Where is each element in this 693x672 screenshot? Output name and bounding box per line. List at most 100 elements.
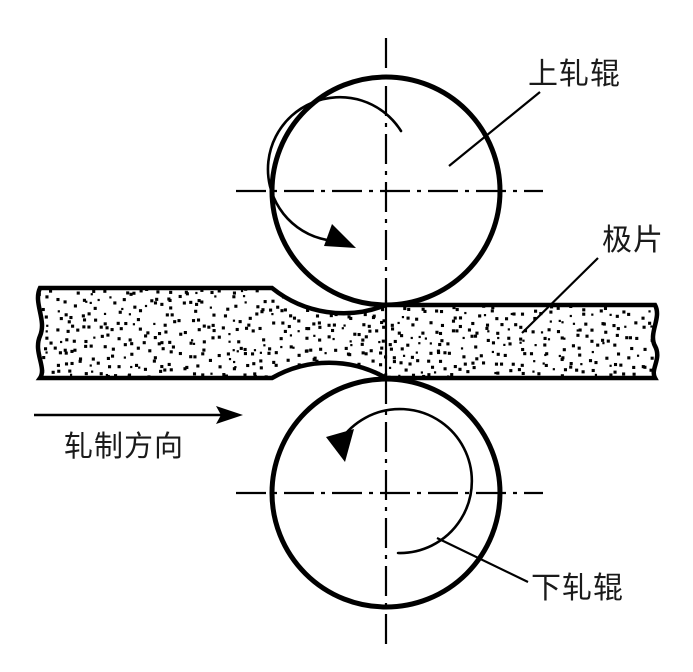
stipple-dot: [443, 367, 447, 371]
stipple-dot: [315, 314, 320, 318]
stipple-dot: [262, 338, 266, 342]
stipple-dot: [588, 359, 593, 363]
stipple-dot: [307, 374, 311, 378]
stipple-dot: [408, 362, 412, 366]
stipple-dot: [192, 342, 196, 345]
stipple-dot: [659, 371, 662, 374]
stipple-dot: [508, 342, 512, 346]
stipple-dot: [406, 316, 410, 320]
stipple-dot: [89, 344, 93, 348]
stipple-dot: [182, 301, 186, 305]
stipple-dot: [353, 376, 356, 378]
stipple-dot: [624, 325, 627, 328]
stipple-dot: [644, 300, 647, 303]
stipple-dot: [177, 319, 181, 323]
stipple-dot: [239, 346, 243, 350]
stipple-dot: [563, 368, 568, 372]
stipple-dot: [226, 352, 230, 356]
stipple-dot: [429, 321, 433, 325]
stipple-dot: [576, 333, 580, 337]
stipple-dot: [411, 373, 416, 377]
stipple-dot: [642, 325, 646, 329]
stipple-dot: [410, 355, 414, 359]
stipple-dot: [458, 316, 463, 320]
stipple-dot: [478, 314, 482, 318]
stipple-dot: [512, 380, 515, 383]
stipple-dot: [99, 325, 103, 329]
stipple-dot: [84, 344, 88, 348]
stipple-dot: [156, 290, 160, 294]
stipple-dot: [348, 353, 352, 357]
stipple-dot: [602, 342, 605, 345]
stipple-dot: [648, 321, 652, 325]
stipple-dot: [232, 295, 236, 299]
stipple-dot: [297, 353, 301, 357]
stipple-dot: [280, 345, 283, 349]
stipple-dot: [313, 334, 316, 337]
stipple-dot: [496, 371, 500, 375]
stipple-dot: [49, 289, 53, 293]
stipple-dot: [211, 323, 215, 327]
stipple-dot: [575, 368, 579, 372]
stipple-dot: [57, 380, 60, 383]
stipple-dot: [157, 382, 160, 385]
stipple-dot: [426, 285, 429, 288]
stipple-dot: [544, 363, 548, 367]
stipple-dot: [28, 288, 31, 291]
stipple-dot: [499, 362, 504, 366]
stipple-dot: [339, 376, 343, 378]
stipple-dot: [45, 295, 49, 299]
stipple-dot: [453, 316, 457, 320]
stipple-dot: [255, 312, 259, 316]
stipple-dot: [594, 361, 598, 365]
stipple-dot: [337, 372, 341, 376]
stipple-dot: [280, 309, 284, 313]
electrode-strip-group: [28, 285, 670, 385]
stipple-dot: [223, 314, 228, 318]
stipple-dot: [408, 293, 412, 297]
stipple-dot: [660, 309, 663, 312]
stipple-dot: [235, 327, 239, 332]
stipple-dot: [485, 323, 490, 327]
stipple-dot: [388, 343, 392, 347]
stipple-dot: [183, 367, 187, 371]
stipple-dot: [97, 298, 100, 302]
stipple-dot: [309, 348, 313, 352]
stipple-dot: [661, 318, 664, 321]
stipple-dot: [65, 338, 69, 342]
stipple-dot: [547, 338, 551, 341]
stipple-dot: [59, 317, 63, 321]
stipple-dot: [269, 308, 273, 312]
stipple-dot: [475, 331, 479, 335]
stipple-dot: [353, 332, 357, 336]
stipple-dot: [119, 327, 123, 331]
stipple-dot: [597, 288, 600, 289]
stipple-dot: [244, 382, 246, 384]
stipple-dot: [194, 309, 198, 313]
stipple-dot: [596, 294, 599, 297]
stipple-dot: [423, 309, 427, 313]
stipple-dot: [272, 360, 276, 364]
stipple-dot: [667, 368, 670, 371]
stipple-dot: [123, 356, 126, 359]
stipple-dot: [596, 343, 600, 347]
stipple-dot: [78, 359, 82, 363]
stipple-dot: [517, 368, 521, 372]
stipple-dot: [349, 340, 352, 343]
upper-roller-rotation-arc: [266, 95, 403, 243]
stipple-dot: [189, 341, 193, 345]
stipple-dot: [315, 378, 318, 381]
stipple-dot: [256, 305, 260, 309]
stipple-dot: [590, 339, 594, 343]
stipple-dot: [585, 334, 589, 338]
stipple-dot: [537, 372, 541, 376]
stipple-dot: [404, 368, 408, 372]
stipple-dot: [228, 332, 231, 336]
stipple-dot: [240, 289, 244, 293]
stipple-dot: [169, 306, 173, 310]
stipple-dot: [297, 319, 301, 323]
stipple-dot: [91, 370, 94, 373]
stipple-dot: [519, 337, 523, 341]
stipple-dot: [650, 325, 653, 328]
